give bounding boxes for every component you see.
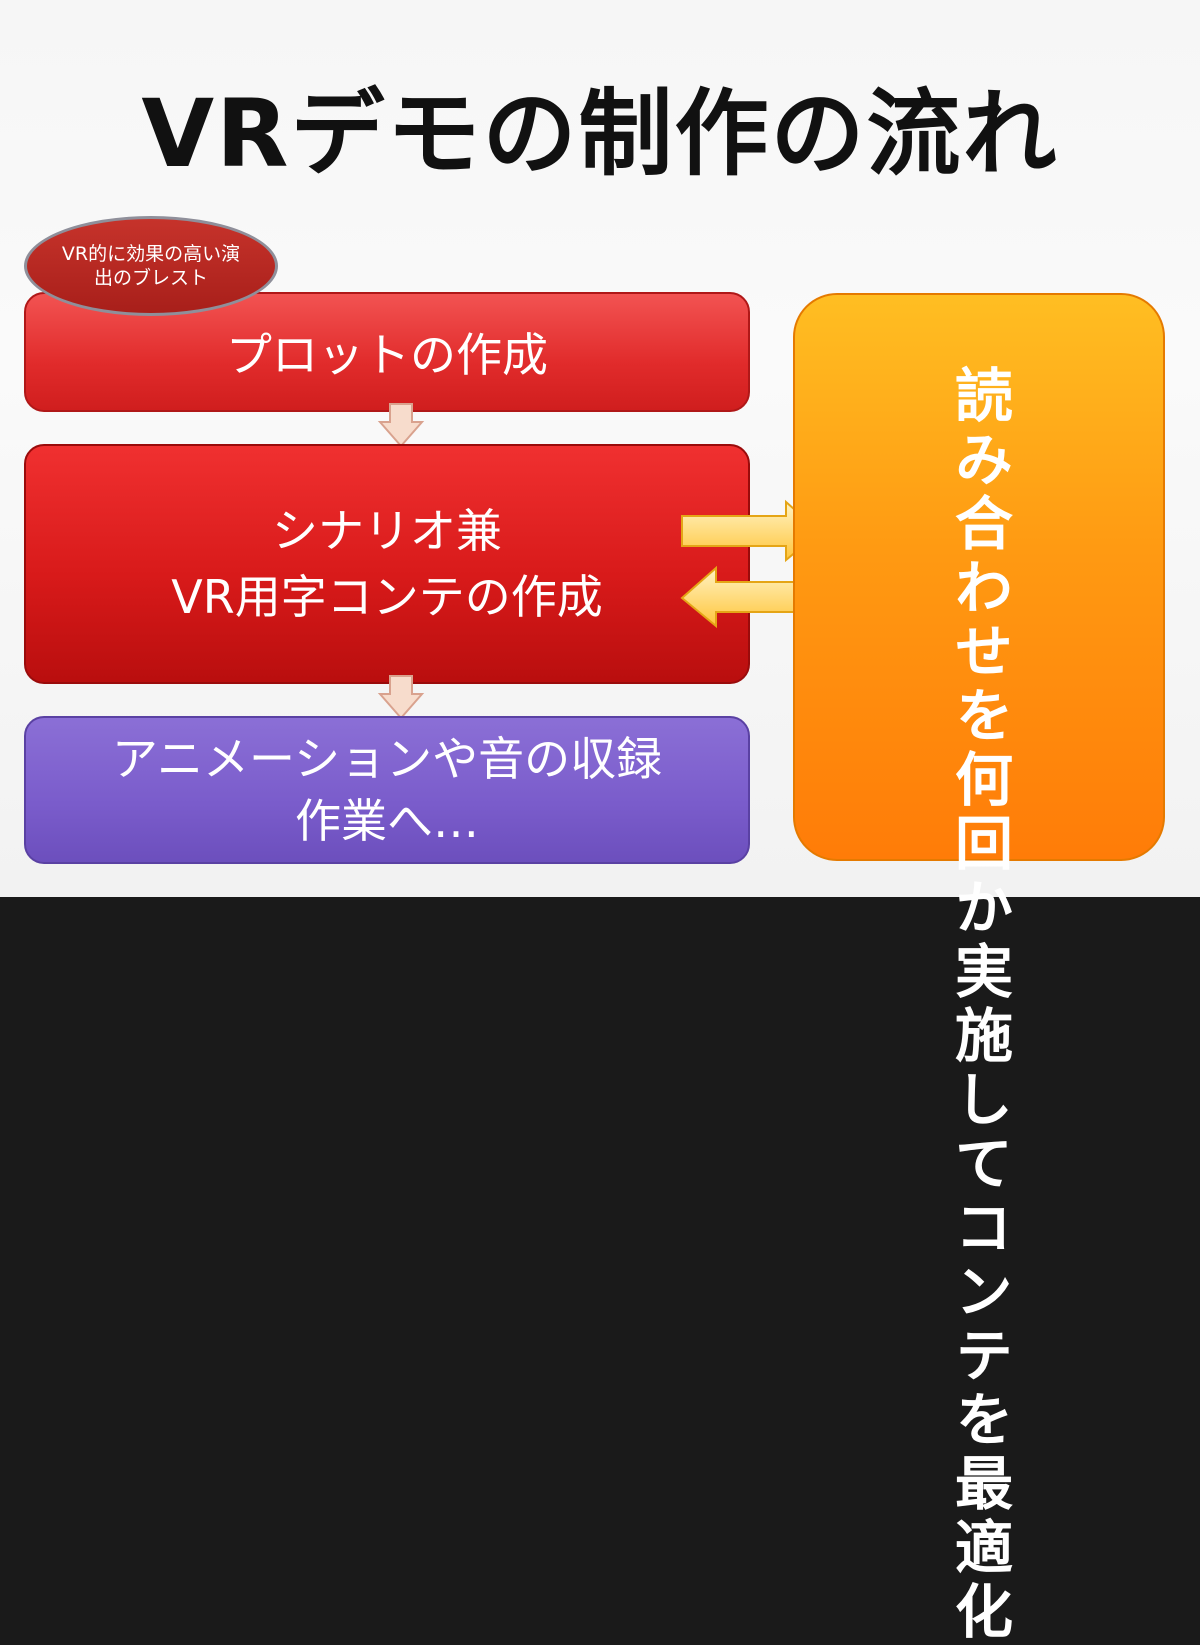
step-record-line1: アニメーションや音の収録 [111,732,663,786]
step-record-box: アニメーションや音の収録 作業へ… [24,716,750,864]
step-record-line2: 作業へ… [295,794,479,848]
step-scenario-box: シナリオ兼 VR用字コンテの作成 [24,444,750,684]
step-scenario-line2: VR用字コンテの作成 [171,570,603,624]
slide-title: VRデモの制作の流れ [141,80,1059,189]
step-scenario-line1: シナリオ兼 [272,504,502,558]
brainstorm-bubble-text: VR的に効果の高い演出のブレスト [61,243,241,289]
step-plot-box: プロットの作成 [24,292,750,412]
brainstorm-bubble: VR的に効果の高い演出のブレスト [24,216,278,316]
optimize-box: 読み合わせを何回か実施してコンテを最適化 [793,293,1165,1645]
step-plot-label: プロットの作成 [226,328,548,382]
down-arrow-2 [377,675,425,720]
optimize-text: 読み合わせを何回か実施してコンテを最適化 [945,365,1013,1645]
down-arrow-1 [377,403,425,448]
